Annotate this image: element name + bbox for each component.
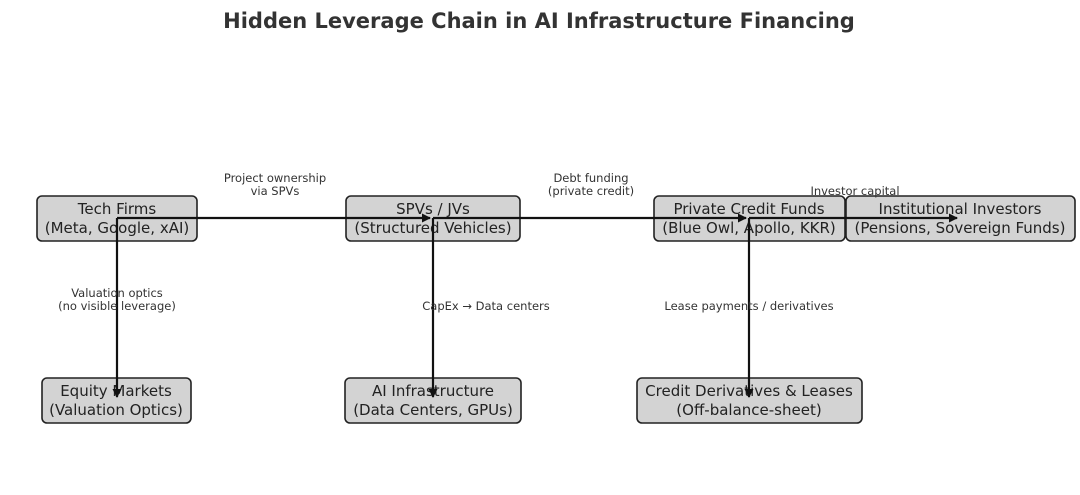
node-equity-markets-subtitle: (Valuation Optics)	[49, 401, 183, 419]
edge-label-valuation-optics-line1: Valuation optics	[71, 286, 163, 300]
node-ai-infrastructure-subtitle: (Data Centers, GPUs)	[353, 401, 513, 419]
diagram-title: Hidden Leverage Chain in AI Infrastructu…	[223, 9, 855, 33]
node-tech-firms-title: Tech Firms	[77, 200, 157, 218]
edge-label-investor-capital: Investor capital	[810, 184, 899, 198]
edge-label-capex: CapEx → Data centers	[422, 299, 550, 313]
edge-label-debt-funding-line2: (private credit)	[548, 184, 634, 198]
node-credit-derivatives-subtitle: (Off-balance-sheet)	[676, 401, 821, 419]
node-institutional-investors-subtitle: (Pensions, Sovereign Funds)	[855, 219, 1066, 237]
node-institutional-investors: Institutional Investors (Pensions, Sover…	[845, 195, 1076, 242]
edge-label-project-ownership-line1: Project ownership	[224, 171, 326, 185]
edge-label-project-ownership-line2: via SPVs	[251, 184, 300, 198]
node-institutional-investors-title: Institutional Investors	[879, 200, 1042, 218]
node-spvs-jvs-title: SPVs / JVs	[396, 200, 470, 218]
edge-label-debt-funding-line1: Debt funding	[553, 171, 628, 185]
node-private-credit-funds-title: Private Credit Funds	[673, 200, 824, 218]
edge-label-lease-payments: Lease payments / derivatives	[664, 299, 833, 313]
edge-label-valuation-optics-line2: (no visible leverage)	[58, 299, 176, 313]
